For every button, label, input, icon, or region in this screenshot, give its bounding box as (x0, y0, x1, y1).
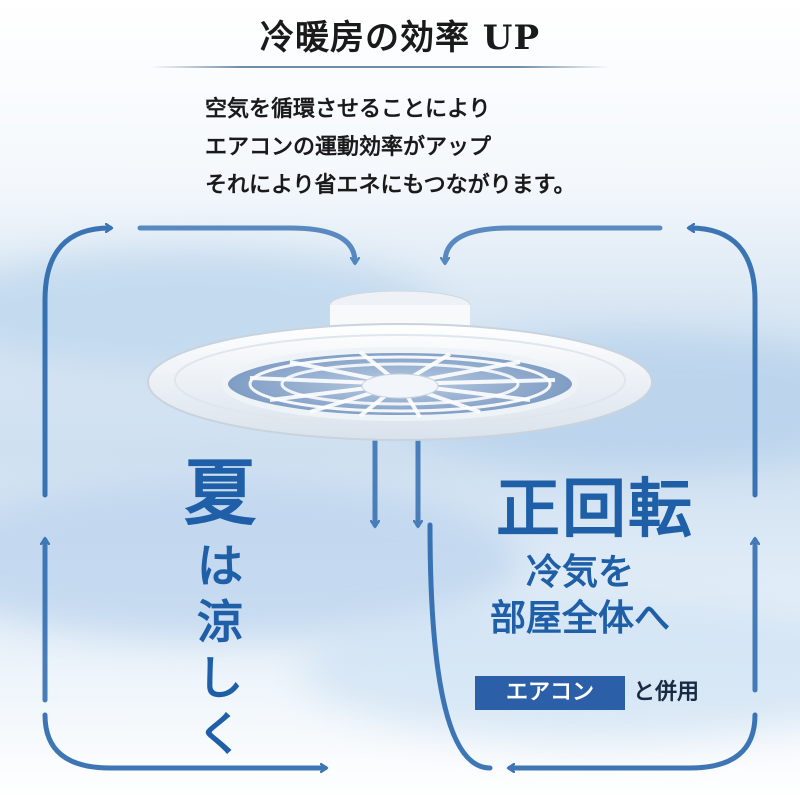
cool-air-text: 冷気を 部屋全体へ (460, 550, 700, 642)
summer-text: は (197, 539, 243, 593)
summer-heading: 夏 (183, 451, 256, 535)
cool-air-line: 冷気を (525, 552, 634, 593)
rotation-heading: 正回転 (496, 473, 694, 547)
cool-air-line: 部屋全体へ (489, 598, 670, 639)
air-haze (300, 600, 800, 740)
summer-text: く (197, 707, 243, 761)
summer-text: し (197, 651, 243, 705)
aircon-suffix: と併用 (633, 680, 700, 705)
left-loop-arrows (45, 228, 375, 768)
page-title: 冷暖房の効率 UP (259, 18, 541, 58)
aircon-badge: エアコン (475, 676, 625, 710)
description: 空気を循環させることにより エアコンの運動効率がアップ それにより省エネにもつな… (205, 90, 705, 204)
fan-body (147, 290, 653, 441)
description-line: エアコンの運動効率がアップ (205, 134, 492, 160)
summer-label: 夏 は 涼 し く (175, 448, 265, 762)
description-line: 空気を循環させることにより (205, 96, 491, 122)
summer-text: 涼 (197, 595, 243, 649)
description-line: それにより省エネにもつながります。 (205, 172, 576, 198)
title-divider (150, 66, 610, 68)
right-loop-arrows (418, 228, 755, 768)
